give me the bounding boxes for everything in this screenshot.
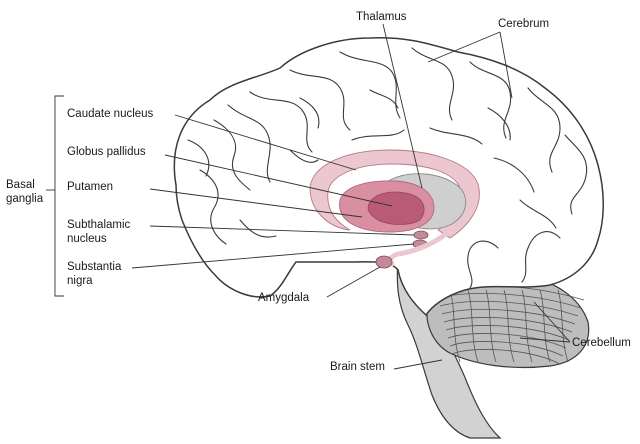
- globus-pallidus-shape: [367, 191, 425, 225]
- cerebellum-fold-line: [441, 309, 576, 325]
- cerebellum-fold-line: [539, 289, 551, 363]
- cerebellum-fold-line: [557, 289, 569, 363]
- cerebellum-fold-line: [521, 289, 533, 363]
- cerebellum-fold-line: [449, 341, 564, 357]
- putamen-label: Putamen: [67, 181, 113, 193]
- cerebellum-shape: [426, 273, 590, 369]
- cerebellum-fold-line: [503, 289, 515, 363]
- substantia-nigra-label-line2: nigra: [67, 275, 93, 287]
- cerebellum-fold-line: [485, 289, 497, 363]
- amygdala-shape: [375, 255, 393, 269]
- subthalamic-nucleus-label-line2: nucleus: [67, 233, 107, 245]
- thalamus-label: Thalamus: [356, 11, 407, 23]
- cerebellum-fold-line: [447, 333, 567, 349]
- globus-pallidus-label: Globus pallidus: [67, 146, 146, 158]
- cerebrum-label: Cerebrum: [498, 18, 549, 30]
- subthalamic-nucleus-shape: [413, 230, 429, 240]
- cerebrum-shape: [173, 36, 605, 317]
- cerebellum-fold-line: [467, 289, 479, 363]
- basal-ganglia-label-line2: ganglia: [6, 193, 44, 205]
- amygdala-label: Amygdala: [258, 292, 310, 304]
- substantia-nigra-label-line1: Substantia: [67, 261, 122, 273]
- subthalamic-nucleus-label-line1: Subthalamic: [67, 219, 131, 231]
- leader-lines: [46, 23, 571, 370]
- brain-stem-label: Brain stem: [330, 361, 385, 373]
- cerebral-gyri: [187, 47, 588, 289]
- basal-ganglia-label-line1: Basal: [6, 179, 35, 191]
- cerebellum-fold-line: [445, 325, 570, 341]
- caudate-nucleus-label: Caudate nucleus: [67, 108, 154, 120]
- cerebellum-label: Cerebellum: [572, 337, 631, 349]
